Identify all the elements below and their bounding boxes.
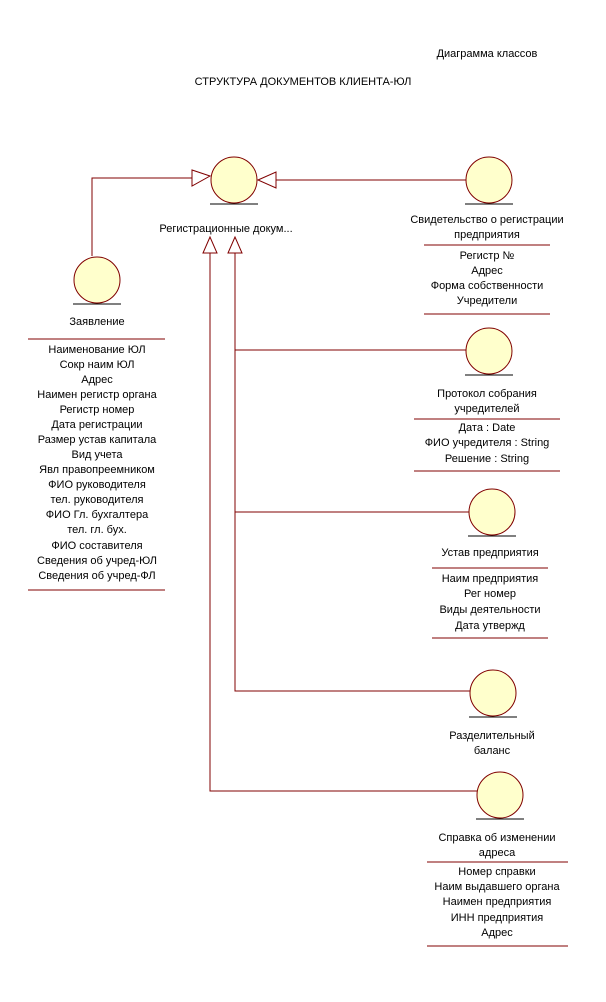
class-ustav[interactable]: Устав предприятия Наим предприятия Рег н… <box>432 488 548 639</box>
attribute: тел. руководителя <box>51 494 144 506</box>
class-zayavlenie[interactable]: Заявление Наименование ЮЛ Сокр наим ЮЛ А… <box>28 256 165 591</box>
class-protokol[interactable]: Протокол собрания учредителей Дата : Dat… <box>414 327 560 472</box>
entity-circle-icon <box>73 256 121 304</box>
class-spravka[interactable]: Справка об изменении адреса Номер справк… <box>427 771 568 947</box>
generalization-arrowhead-left <box>191 169 212 187</box>
entity-circle-icon <box>476 771 524 819</box>
attribute: Форма собственности <box>431 280 544 292</box>
generalization-arrowhead-bottom-1 <box>202 235 218 254</box>
class-name-line-2: предприятия <box>454 229 520 241</box>
link-zayavlenie-to-reg[interactable] <box>91 177 192 256</box>
class-name-line-1: Разделительный <box>449 730 534 742</box>
class-svidetelstvo[interactable]: Свидетельство о регистрации предприятия … <box>410 156 564 315</box>
entity-circle-icon <box>469 669 517 717</box>
attribute: Сведения об учред-ФЛ <box>38 570 155 582</box>
attribute: ФИО составителя <box>51 540 142 552</box>
relationships <box>91 169 477 792</box>
attribute: ФИО учредителя : String <box>425 437 550 449</box>
attribute: Адрес <box>471 265 503 277</box>
link-trunk-to-reg[interactable] <box>234 253 471 692</box>
diagram-type-label: Диаграмма классов <box>437 48 538 60</box>
class-name: Регистрационные докум... <box>159 223 292 235</box>
attribute: Наим выдавшего органа <box>434 881 560 893</box>
entity-circle-icon <box>465 327 513 375</box>
attribute: ФИО Гл. бухгалтера <box>46 509 149 521</box>
attribute: Учредители <box>457 295 518 307</box>
attribute: Размер устав капитала <box>38 434 157 446</box>
attribute: Наимен предприятия <box>443 896 552 908</box>
attribute: Сокр наим ЮЛ <box>60 359 135 371</box>
class-registration-docs[interactable]: Регистрационные докум... <box>159 156 293 235</box>
diagram-title: СТРУКТУРА ДОКУМЕНТОВ КЛИЕНТА-ЮЛ <box>195 76 412 88</box>
attribute: Явл правопреемником <box>39 464 155 476</box>
attribute: Решение : String <box>445 453 529 465</box>
attribute: тел. гл. бух. <box>67 524 127 536</box>
class-name-line-2: учредителей <box>454 403 519 415</box>
generalization-arrowhead-bottom-2 <box>227 235 243 254</box>
attribute: Виды деятельности <box>439 604 540 616</box>
attribute: Адрес <box>81 374 113 386</box>
class-name-line-2: адреса <box>479 847 516 859</box>
attribute: Регистр номер <box>60 404 135 416</box>
attribute: Наим предприятия <box>442 573 539 585</box>
attribute: Рег номер <box>464 588 516 600</box>
attribute: Дата регистрации <box>51 419 142 431</box>
entity-circle-icon <box>465 156 513 204</box>
attribute: Сведения об учред-ЮЛ <box>37 555 157 567</box>
class-razdelitelny-balans[interactable]: Разделительный баланс <box>449 669 535 757</box>
class-name-line-1: Справка об изменении <box>438 832 555 844</box>
generalization-arrowhead-right <box>256 171 277 189</box>
entity-circle-icon <box>468 488 516 536</box>
attribute: Адрес <box>481 927 513 939</box>
entity-circle-icon <box>210 156 258 204</box>
attribute: Вид учета <box>72 449 124 461</box>
attribute: Дата утвержд <box>455 620 525 632</box>
attribute: ИНН предприятия <box>451 912 544 924</box>
attribute: Номер справки <box>458 866 535 878</box>
attribute: Дата : Date <box>459 422 516 434</box>
class-name: Заявление <box>69 316 124 328</box>
attribute: Наименование ЮЛ <box>48 344 145 356</box>
attribute: ФИО руководителя <box>48 479 146 491</box>
class-name-line-1: Протокол собрания <box>437 388 537 400</box>
link-spravka-to-reg[interactable] <box>209 253 477 792</box>
class-name-line-1: Свидетельство о регистрации <box>410 214 563 226</box>
class-name: Устав предприятия <box>441 547 538 559</box>
attribute: Наимен регистр органа <box>37 389 157 401</box>
class-name-line-2: баланс <box>474 745 511 757</box>
attribute: Регистр № <box>460 250 515 262</box>
